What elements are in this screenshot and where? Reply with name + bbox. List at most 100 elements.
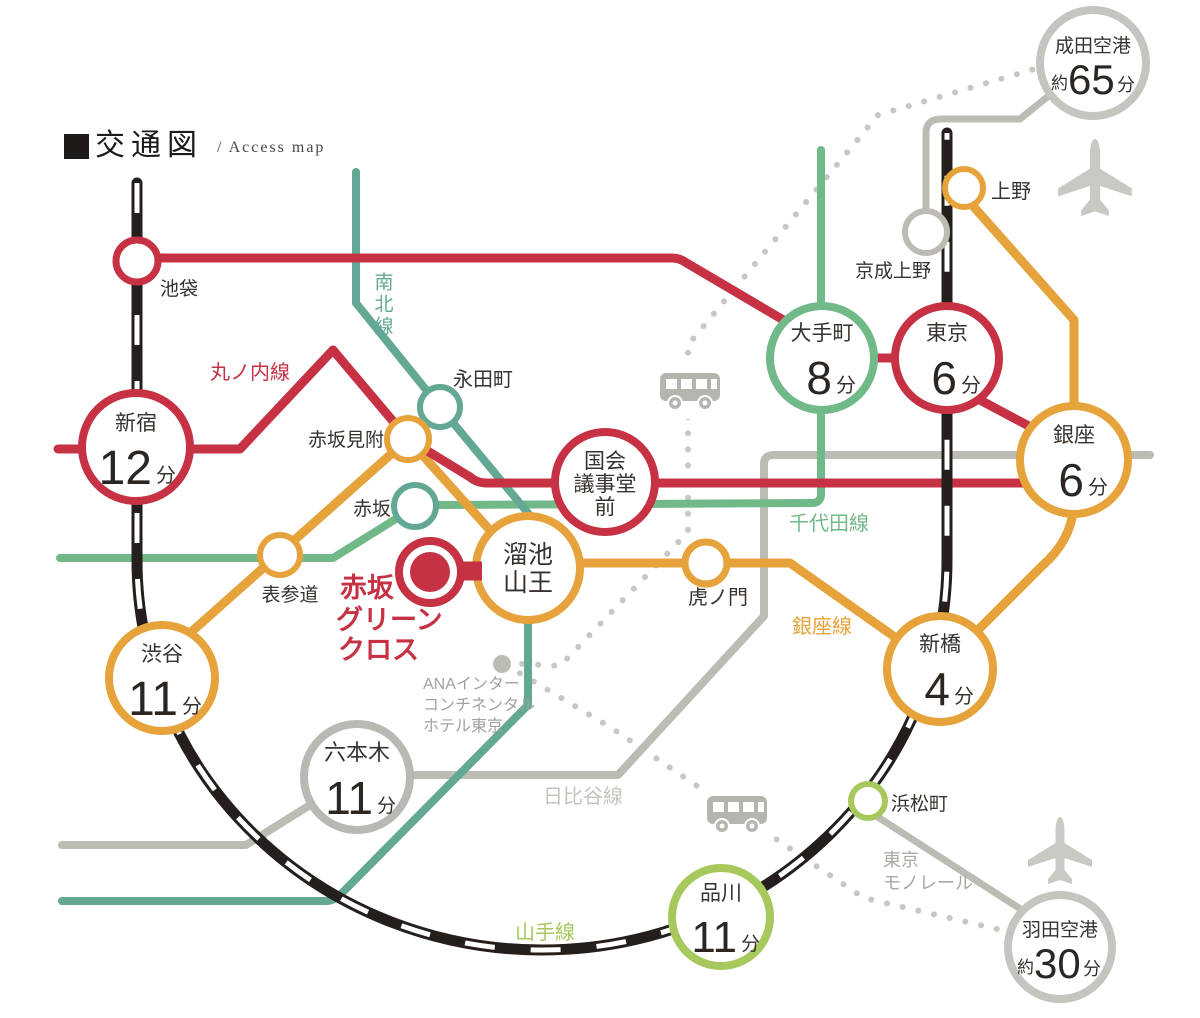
svg-text:羽田空港: 羽田空港 xyxy=(1022,919,1098,941)
svg-text:コンチネンタル: コンチネンタル xyxy=(423,696,535,714)
svg-text:新宿: 新宿 xyxy=(115,412,157,435)
svg-text:六本木: 六本木 xyxy=(324,740,390,765)
label-hamamatsucho: 浜松町 xyxy=(891,793,948,815)
svg-text:分: 分 xyxy=(836,374,856,397)
station-keiseiueno-ring xyxy=(902,208,950,256)
station-otemachi-text: 大手町 8 分 xyxy=(791,322,857,404)
station-roppongi-circle xyxy=(300,720,414,834)
station-ikebukuro-ring xyxy=(112,236,162,286)
label-akasaka: 赤坂 xyxy=(353,498,391,520)
svg-text:ANAインター: ANAインター xyxy=(423,675,520,693)
svg-text:6: 6 xyxy=(1058,454,1084,506)
station-tameike-text: 溜池 山王 xyxy=(503,541,553,597)
airport-haneda-text: 羽田空港 約 30 分 xyxy=(1017,919,1101,987)
svg-text:約: 約 xyxy=(1051,74,1068,93)
station-shinagawa-text: 品川 11 分 xyxy=(691,882,760,962)
keisei-line-path xyxy=(922,90,1055,218)
svg-text:ホテル東京: ホテル東京 xyxy=(423,717,503,735)
svg-text:分: 分 xyxy=(377,795,396,817)
svg-text:11: 11 xyxy=(325,772,373,824)
station-roppongi-text: 六本木 11 分 xyxy=(324,740,396,824)
label-ginza-line: 銀座線 xyxy=(792,615,852,638)
label-toranomon: 虎ノ門 xyxy=(688,586,748,609)
label-ueno: 上野 xyxy=(991,180,1031,203)
station-nagatacho-ring xyxy=(417,384,463,430)
svg-text:大手町: 大手町 xyxy=(791,322,854,345)
airplane-icon-haneda xyxy=(1028,817,1092,884)
station-shinjuku-circle xyxy=(78,389,194,505)
bus-icon-narita xyxy=(653,361,727,419)
station-tokyo-text: 東京 6 分 xyxy=(926,322,981,404)
hotel-dot xyxy=(493,655,511,673)
station-otemachi-circle xyxy=(766,302,878,414)
title-square-icon xyxy=(64,133,89,159)
svg-text:30: 30 xyxy=(1034,940,1081,987)
label-monorail-line2: モノレール xyxy=(883,873,973,893)
svg-text:4: 4 xyxy=(924,663,950,715)
title-japanese: 交通図 xyxy=(95,129,203,162)
svg-text:クロス: クロス xyxy=(338,635,419,665)
svg-text:国会: 国会 xyxy=(584,450,626,473)
svg-text:前: 前 xyxy=(595,496,616,519)
monorail-line-path xyxy=(866,808,1026,914)
station-tokyo-circle xyxy=(891,302,1003,414)
svg-text:分: 分 xyxy=(954,685,974,708)
svg-text:11: 11 xyxy=(128,673,178,726)
label-chiyoda-line: 千代田線 xyxy=(789,512,869,535)
label-marunouchi-line: 丸ノ内線 xyxy=(210,361,290,384)
svg-text:分: 分 xyxy=(961,374,981,397)
label-namboku-line: 南北線 xyxy=(372,272,394,338)
svg-text:分: 分 xyxy=(1117,75,1135,95)
station-shinagawa-circle xyxy=(668,864,774,970)
svg-text:分: 分 xyxy=(182,695,202,718)
station-shinjuku-text: 新宿 12 分 xyxy=(99,412,176,495)
station-shimbashi-text: 新橋 4 分 xyxy=(919,633,974,715)
label-akasakamitsuke: 赤坂見附 xyxy=(308,429,384,451)
chiyoda-line-path xyxy=(56,146,825,562)
svg-text:新橋: 新橋 xyxy=(919,633,961,656)
svg-text:分: 分 xyxy=(156,464,176,487)
station-ueno-ring xyxy=(942,166,986,210)
svg-text:成田空港: 成田空港 xyxy=(1055,35,1131,57)
svg-text:山王: 山王 xyxy=(503,569,553,597)
title-english: / Access map xyxy=(217,139,326,156)
label-monorail-line1: 東京 xyxy=(883,850,919,870)
map-title: 交通図 / Access map xyxy=(64,131,325,161)
station-ginza-text: 銀座 6 分 xyxy=(1053,424,1108,506)
green-cross-marker xyxy=(395,537,482,607)
svg-text:12: 12 xyxy=(99,442,152,495)
airport-narita-text: 成田空港 約 65 分 xyxy=(1051,35,1135,103)
label-hibiya-line: 日比谷線 xyxy=(543,785,623,808)
svg-text:11: 11 xyxy=(691,913,737,962)
station-hamamatsucho-ring xyxy=(848,781,888,821)
svg-text:東京: 東京 xyxy=(926,322,968,345)
station-shibuya-text: 渋谷 11 分 xyxy=(128,643,202,726)
station-akasaka-ring xyxy=(391,482,439,530)
svg-text:65: 65 xyxy=(1068,56,1115,103)
station-akasakamitsuke-ring xyxy=(384,415,432,463)
station-kokkai-text: 国会 議事堂 前 xyxy=(574,450,637,519)
svg-text:分: 分 xyxy=(741,933,760,955)
svg-text:銀座: 銀座 xyxy=(1053,424,1095,447)
label-ikebukuro: 池袋 xyxy=(160,278,198,300)
bus-icon-haneda xyxy=(700,784,774,842)
label-keiseiueno: 京成上野 xyxy=(855,260,931,282)
station-ginza-circle xyxy=(1016,402,1132,518)
svg-text:溜池: 溜池 xyxy=(503,541,553,569)
airport-haneda-circle xyxy=(1004,891,1116,1003)
station-shimbashi-circle xyxy=(883,612,997,726)
station-toranomon-ring xyxy=(681,538,731,588)
svg-text:赤坂: 赤坂 xyxy=(340,573,395,603)
airport-narita-circle xyxy=(1036,6,1150,120)
svg-text:分: 分 xyxy=(1083,959,1101,979)
label-nagatacho: 永田町 xyxy=(453,368,513,391)
svg-text:渋谷: 渋谷 xyxy=(141,643,183,666)
svg-text:6: 6 xyxy=(931,352,957,404)
svg-text:分: 分 xyxy=(1088,476,1108,499)
station-shibuya-circle xyxy=(105,621,219,735)
marunouchi-line-path xyxy=(53,253,1045,488)
svg-text:8: 8 xyxy=(806,352,832,404)
svg-text:約: 約 xyxy=(1017,958,1034,977)
label-omotesando: 表参道 xyxy=(261,584,318,606)
